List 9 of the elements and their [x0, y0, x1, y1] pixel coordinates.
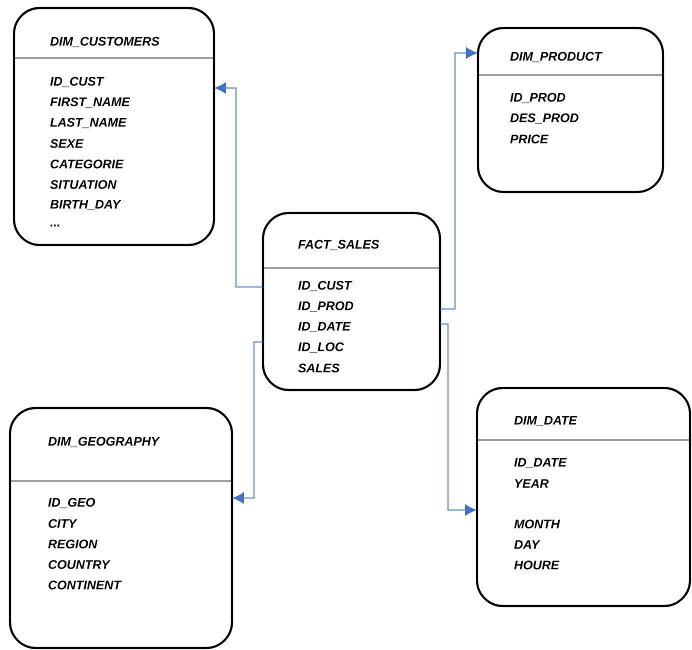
table-box: DIM_CUSTOMERS ID_CUST FIRST_NAME LAST_NAME SEXE CATEGORIE SITUATION BIRTH_DAY ...	[12, 6, 216, 246]
arrow	[440, 48, 477, 310]
table-box: FACT_SALES ID_CUST ID_PROD ID_DATE ID_LOC SALES	[262, 212, 442, 392]
arrow	[233, 342, 264, 504]
arrow	[215, 82, 264, 288]
table-box: DIM_DATE ID_DATE YEAR MONTH DAY HOURE	[476, 386, 692, 608]
arrow	[440, 324, 476, 516]
table-box: DIM_PRODUCT ID_PROD DES_PROD PRICE	[476, 26, 664, 194]
table-box: DIM_GEOGRAPHY ID_GEO CITY REGION COUNTRY CONTINENT	[8, 406, 234, 650]
